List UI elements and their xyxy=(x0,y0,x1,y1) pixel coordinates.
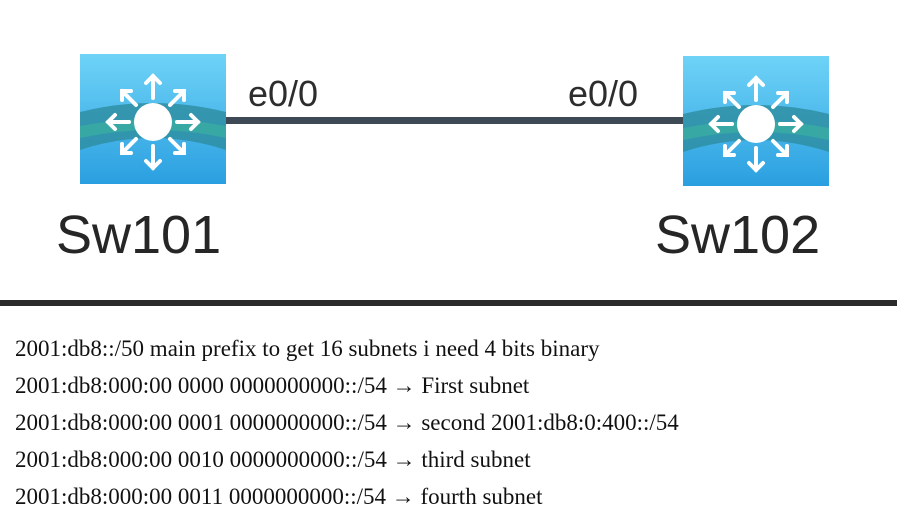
device-label-sw102: Sw102 xyxy=(655,205,821,265)
note-line-main-prefix: 2001:db8::/50 main prefix to get 16 subn… xyxy=(15,336,600,361)
port-label-sw102: e0/0 xyxy=(568,73,639,114)
note-line-first-subnet: 2001:db8:000:00 0000 0000000000::/54 → F… xyxy=(15,373,530,398)
network-diagram: e0/0 e0/0 xyxy=(56,54,829,265)
ethernet-link xyxy=(222,117,684,124)
note-line-third-subnet: 2001:db8:000:00 0010 0000000000::/54 → t… xyxy=(15,447,531,472)
note-line-second-subnet: 2001:db8:000:00 0001 0000000000::/54 → s… xyxy=(15,410,679,435)
device-label-sw101: Sw101 xyxy=(56,205,222,265)
subnet-notes: 2001:db8::/50 main prefix to get 16 subn… xyxy=(15,334,885,519)
divider xyxy=(0,300,897,306)
layer3-switch-icon xyxy=(80,54,226,184)
layer3-switch-icon xyxy=(683,56,829,186)
note-line-fourth-subnet: 2001:db8:000:00 0011 0000000000::/54 → f… xyxy=(15,484,543,509)
port-label-sw101: e0/0 xyxy=(248,73,319,114)
